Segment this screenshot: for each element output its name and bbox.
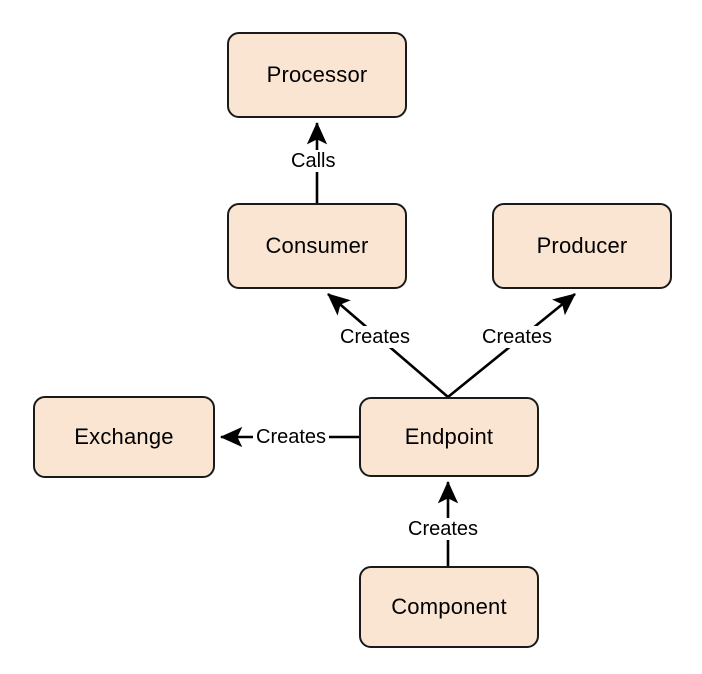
node-component-label: Component — [391, 594, 507, 619]
node-producer-label: Producer — [536, 233, 628, 258]
edge-label-creates-producer: Creates — [479, 326, 556, 348]
node-endpoint-label: Endpoint — [404, 424, 494, 449]
node-endpoint[interactable]: Endpoint — [359, 397, 539, 477]
edge-label-calls: Calls — [288, 150, 339, 172]
edge-label-creates-consumer: Creates — [337, 326, 414, 348]
node-processor[interactable]: Processor — [227, 32, 407, 118]
node-processor-label: Processor — [266, 62, 368, 87]
node-exchange-label: Exchange — [74, 424, 174, 449]
node-component[interactable]: Component — [359, 566, 539, 648]
edge-label-creates-exchange: Creates — [253, 426, 330, 448]
node-exchange[interactable]: Exchange — [33, 396, 215, 478]
edge-label-creates-endpoint: Creates — [405, 518, 482, 540]
node-consumer-label: Consumer — [265, 233, 369, 258]
node-consumer[interactable]: Consumer — [227, 203, 407, 289]
node-producer[interactable]: Producer — [492, 203, 672, 289]
